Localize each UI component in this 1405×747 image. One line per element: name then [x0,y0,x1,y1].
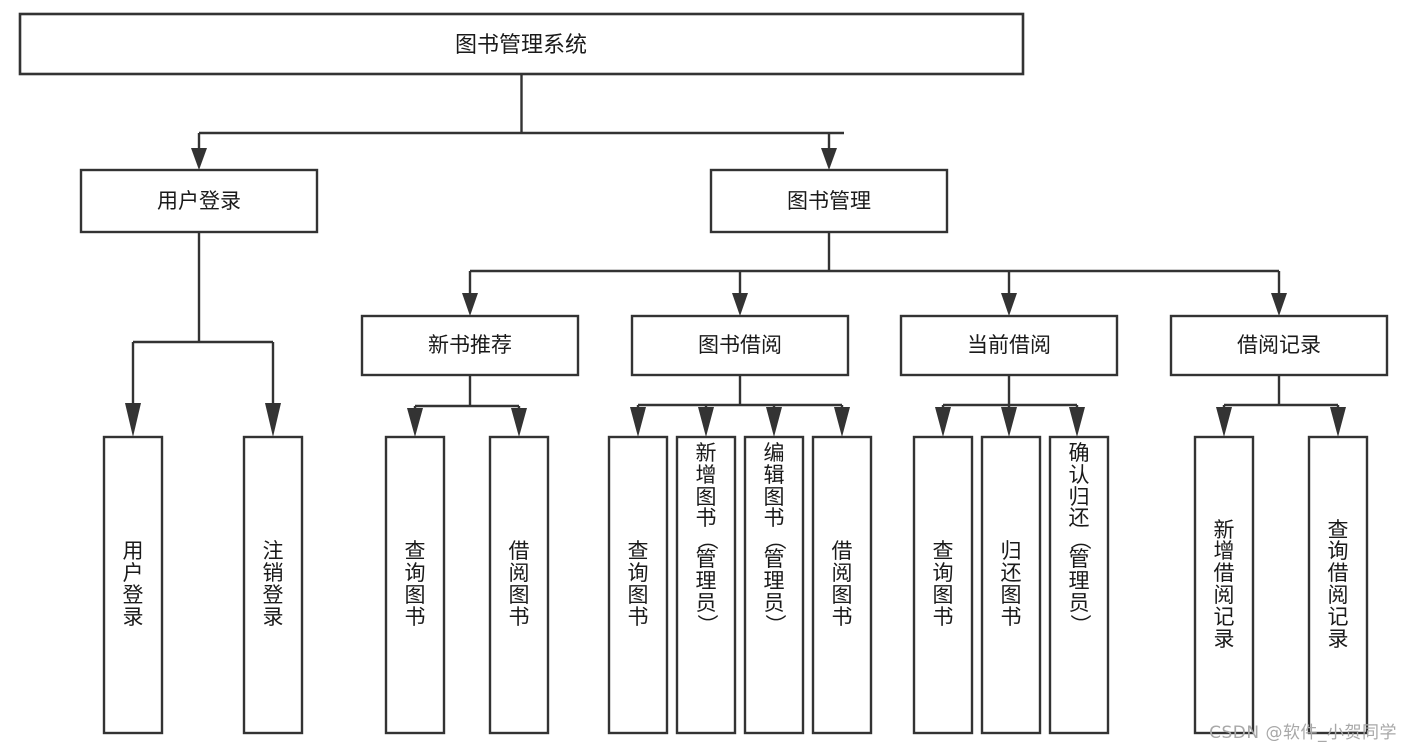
leaf-confirm-return-box[interactable] [1048,435,1110,735]
leaf-query-book-3-box[interactable] [912,435,974,735]
leaf-return-book-box[interactable] [980,435,1042,735]
arrow-head-user-login [191,148,207,170]
leaf-user-login-box[interactable] [102,435,164,735]
arrow-head-leaf-logout [265,403,281,437]
connector-group-current-borrow [935,375,1085,437]
connector-group-book-manage [462,232,1287,316]
arrow-head-leaf-borrow-book-2 [834,407,850,437]
arrow-head-leaf-query-record [1330,407,1346,437]
arrow-head-leaf-query-book-1 [407,408,423,437]
connector-group-borrow-record [1216,375,1346,437]
node-root[interactable]: 图书管理系统 [18,12,1025,76]
node-book-borrow-box[interactable] [630,314,850,377]
node-book-manage-box[interactable] [709,168,949,234]
node-current-borrow[interactable]: 当前借阅 [899,314,1119,377]
arrow-head-current-borrow [1001,293,1017,316]
leaf-query-record-box[interactable] [1307,435,1369,735]
leaf-add-record-box[interactable] [1193,435,1255,735]
arrow-head-book-manage [821,148,837,170]
node-book-manage-label: 图书管理 [787,189,871,213]
node-borrow-record-box[interactable] [1169,314,1389,377]
arrow-head-leaf-query-book-2 [630,407,646,437]
arrow-head-leaf-borrow-book-1 [511,408,527,437]
arrow-head-new-book-recommend [462,293,478,316]
arrow-head-leaf-confirm-return [1069,407,1085,437]
node-user-login-label: 用户登录 [157,189,241,213]
leaf-logout-box[interactable] [242,435,304,735]
node-user-login-box[interactable] [79,168,319,234]
node-root-label: 图书管理系统 [455,33,587,58]
arrow-head-leaf-edit-book [766,407,782,437]
leaf-query-book-2-box[interactable] [607,435,669,735]
arrow-head-leaf-add-record [1216,407,1232,437]
connector-group-book-borrow [630,375,850,437]
node-root-box[interactable] [18,12,1025,76]
connector-group-user-login [125,232,281,437]
arrow-head-leaf-query-book-3 [935,407,951,437]
node-book-borrow[interactable]: 图书借阅 [630,314,850,377]
node-borrow-record-label: 借阅记录 [1237,333,1321,357]
connector-group-new-book-recommend [407,375,527,437]
node-book-borrow-label: 图书借阅 [698,333,782,357]
leaf-boxes [102,435,1369,735]
node-new-book-recommend-box[interactable] [360,314,580,377]
node-user-login[interactable]: 用户登录 [79,168,319,234]
node-new-book-recommend-label: 新书推荐 [428,333,512,357]
leaf-query-book-1-box[interactable] [384,435,446,735]
node-new-book-recommend[interactable]: 新书推荐 [360,314,580,377]
leaf-borrow-book-1-box[interactable] [488,435,550,735]
node-book-manage[interactable]: 图书管理 [709,168,949,234]
arrow-head-leaf-return-book [1001,407,1017,437]
connector-group-root [191,74,844,170]
arrow-head-borrow-record [1271,293,1287,316]
arrow-head-book-borrow [732,293,748,316]
leaf-edit-book-box[interactable] [743,435,805,735]
node-current-borrow-label: 当前借阅 [967,333,1051,357]
leaf-borrow-book-2-box[interactable] [811,435,873,735]
watermark-text: CSDN @软件_小贺同学 [1209,723,1397,743]
leaf-add-book-box[interactable] [675,435,737,735]
arrow-head-leaf-user-login [125,403,141,437]
node-borrow-record[interactable]: 借阅记录 [1169,314,1389,377]
node-current-borrow-box[interactable] [899,314,1119,377]
arrow-head-leaf-add-book [698,407,714,437]
